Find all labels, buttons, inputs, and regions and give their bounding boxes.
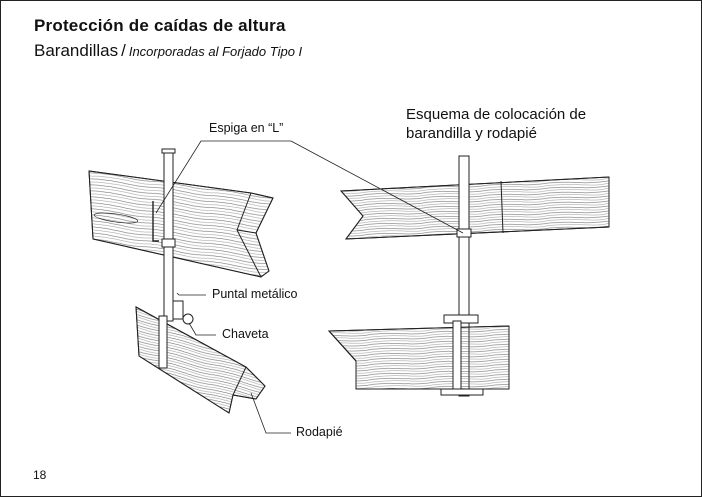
callout-rodapie: Rodapié [294, 425, 345, 439]
left-l-pin [152, 201, 159, 242]
right-toe-board [327, 325, 510, 390]
right-post [456, 155, 472, 397]
right-bracket [440, 314, 484, 396]
schema-title-line2: barandilla y rodapié [406, 125, 537, 142]
page-number: 18 [33, 468, 47, 482]
subtitle-separator: / [121, 41, 126, 60]
left-post [161, 148, 176, 322]
right-guard-rail-board [339, 176, 610, 240]
subtitle-main: Barandillas [34, 41, 119, 60]
subtitle-detail: Incorporadas al Forjado Tipo I [128, 44, 303, 59]
page-title: Protección de caídas de altura [34, 16, 286, 35]
left-toe-board [135, 306, 266, 414]
left-guard-rail-board [88, 170, 274, 278]
page-subtitle: Barandillas/Incorporadas al Forjado Tipo… [34, 41, 302, 61]
callout-puntal: Puntal metálico [210, 287, 300, 301]
schema-title: Esquema de colocación de barandilla y ro… [406, 105, 606, 143]
left-railing-assembly [88, 148, 274, 414]
left-bracket [158, 300, 194, 369]
callout-chaveta: Chaveta [220, 327, 271, 341]
callout-espiga: Espiga en “L” [207, 121, 286, 135]
leader-lines [155, 140, 464, 434]
right-railing-assembly [327, 155, 610, 397]
schema-title-line1: Esquema de colocación de [406, 106, 587, 123]
